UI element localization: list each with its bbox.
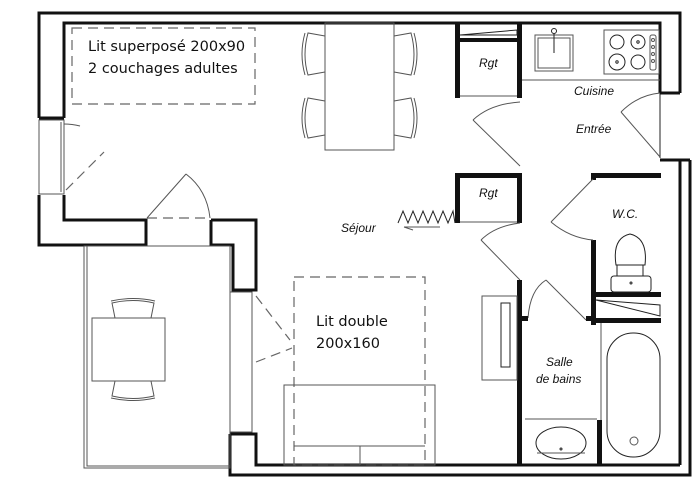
room-label-cuisine: Cuisine (574, 84, 615, 98)
room-label-rgt-top: Rgt (479, 56, 498, 70)
balcony-table (91, 317, 166, 382)
bathroom (522, 279, 661, 465)
double-bed (283, 276, 436, 466)
room-label-rgt-middle: Rgt (479, 186, 498, 200)
room-label-salle-line2: de bains (536, 372, 582, 386)
exterior-walls (37, 11, 692, 477)
storage-top (455, 23, 522, 167)
bunk-bed-outline (71, 27, 256, 105)
balcony-chair-bottom (111, 380, 155, 399)
room-label-wc: W.C. (612, 207, 639, 221)
radiator-cabinet (481, 295, 518, 381)
kitchen-counter (522, 28, 660, 81)
double-bed-label-line2: 200x160 (316, 336, 380, 352)
dining-table (301, 22, 418, 151)
wc-room (550, 173, 661, 325)
balcony-door (146, 173, 211, 219)
room-label-entree: Entrée (576, 122, 612, 136)
washbasin (535, 426, 587, 460)
bunk-bed-label-line2: 2 couchages adultes (88, 61, 238, 77)
double-bed-label-line1: Lit double (316, 314, 388, 330)
room-label-sejour: Séjour (341, 221, 376, 235)
window-swing-right (255, 295, 293, 363)
room-label-salle-line1: Salle (546, 355, 573, 369)
balcony (83, 245, 231, 469)
balcony-chair-top (111, 300, 155, 319)
corridor-wall (481, 280, 522, 465)
storage-middle (397, 173, 522, 281)
bunk-bed-label-line1: Lit superposé 200x90 (88, 39, 246, 55)
toilet (614, 233, 646, 266)
bathtub (606, 332, 661, 458)
entrance-door (620, 92, 661, 158)
window-swing-left (63, 123, 105, 191)
cooktop (603, 29, 660, 75)
